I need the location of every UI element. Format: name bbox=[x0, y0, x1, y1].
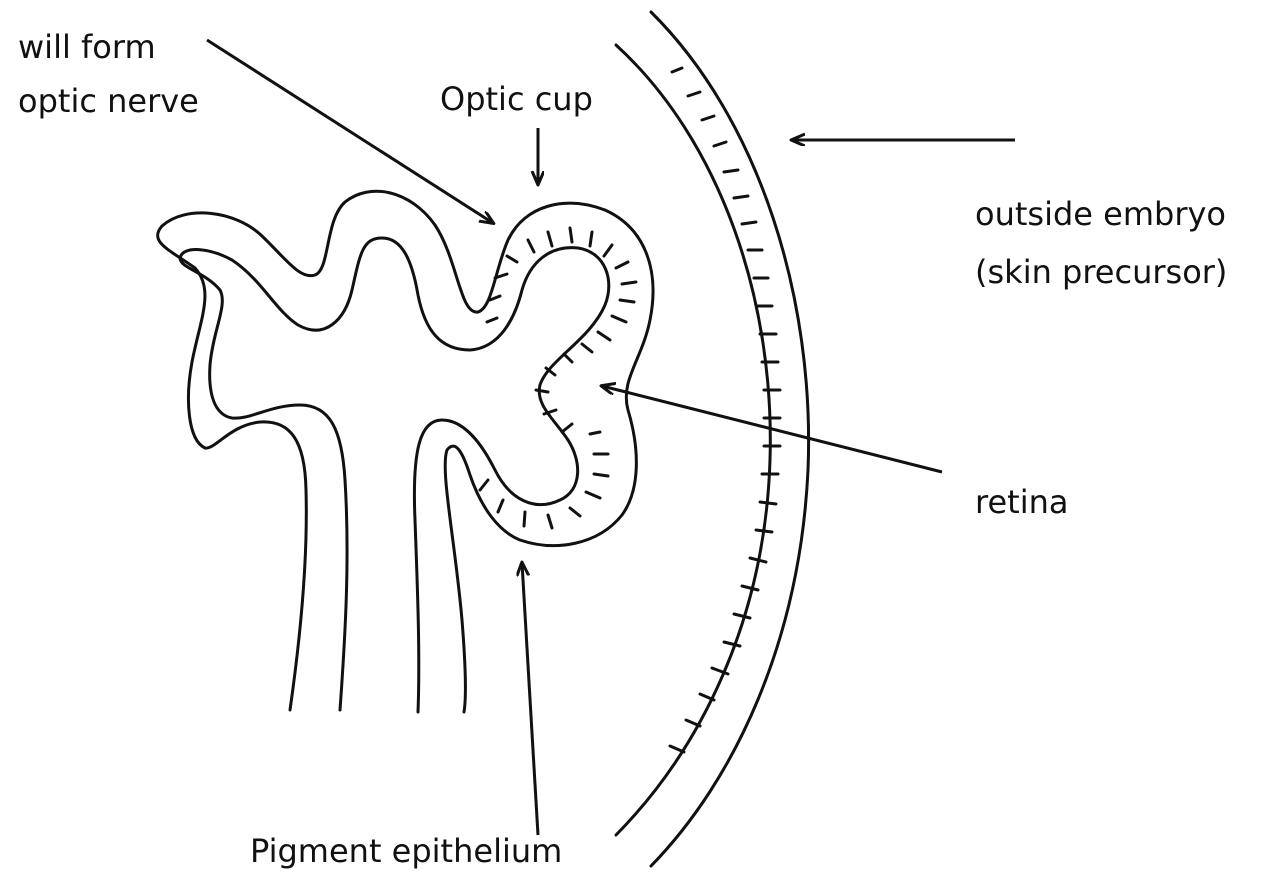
label-optic-nerve-line2: optic nerve bbox=[18, 82, 199, 120]
ectoderm-inner-edge bbox=[616, 45, 770, 835]
ectoderm-hatching bbox=[670, 68, 780, 752]
optic-cup-inner-contour bbox=[180, 238, 609, 712]
arrow-optic-nerve bbox=[207, 40, 493, 223]
label-outside-embryo-line2: (skin precursor) bbox=[975, 253, 1227, 291]
label-pigment-epithelium: Pigment epithelium bbox=[250, 832, 562, 870]
label-optic-nerve-line1: will form bbox=[18, 28, 156, 66]
arrow-pigment-epithelium bbox=[522, 563, 538, 835]
label-outside-embryo-line1: outside embryo bbox=[975, 195, 1226, 233]
arrow-retina bbox=[602, 386, 942, 472]
ectoderm-outer-edge bbox=[651, 12, 809, 866]
label-retina: retina bbox=[975, 483, 1068, 521]
label-optic-cup: Optic cup bbox=[440, 80, 593, 118]
optic-cup-outer-contour bbox=[158, 191, 653, 712]
